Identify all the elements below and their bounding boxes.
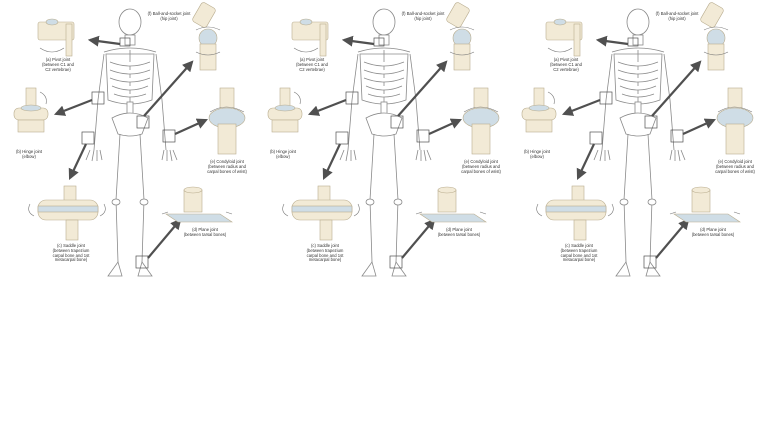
label-plane-joint: (d) Plane joint (between tarsal bones) xyxy=(183,227,227,237)
label-ball-socket-joint: (f) Ball-and-socket joint (hip joint) xyxy=(147,11,191,21)
joint-diagram xyxy=(521,2,754,277)
plane-joint-illustration xyxy=(669,186,741,223)
saddle-joint-illustration xyxy=(536,185,614,241)
label-pivot-joint: (a) Pivot joint (between C1 and C2 verte… xyxy=(296,57,328,72)
plane-joint-illustration xyxy=(415,186,487,223)
pivot-joint-illustration xyxy=(291,18,329,57)
locator-boxes xyxy=(335,37,430,269)
saddle-joint-illustration xyxy=(28,185,106,241)
leader-arrows xyxy=(561,35,717,259)
joint-diagram xyxy=(13,2,246,277)
label-ball-socket-joint: (f) Ball-and-socket joint (hip joint) xyxy=(401,11,445,21)
label-condyloid-joint: (e) Condyloid joint (between radius and … xyxy=(461,159,501,174)
label-hinge-joint: (b) Hinge joint (elbow) xyxy=(269,149,297,159)
diagram-panel-3: (a) Pivot joint (between C1 and C2 verte… xyxy=(508,0,764,290)
condyloid-joint-illustration xyxy=(462,87,500,155)
ball-socket-joint-illustration xyxy=(700,2,729,71)
diagram-panel-2: (a) Pivot joint (between C1 and C2 verte… xyxy=(254,0,510,290)
pivot-joint-illustration xyxy=(37,18,75,57)
hinge-joint-illustration xyxy=(13,87,49,133)
label-plane-joint: (d) Plane joint (between tarsal bones) xyxy=(437,227,481,237)
skeleton xyxy=(339,8,432,277)
label-condyloid-joint: (e) Condyloid joint (between radius and … xyxy=(207,159,247,174)
label-pivot-joint: (a) Pivot joint (between C1 and C2 verte… xyxy=(550,57,582,72)
pivot-joint-illustration xyxy=(545,18,583,57)
condyloid-joint-illustration xyxy=(716,87,754,155)
locator-boxes xyxy=(589,37,684,269)
condyloid-joint-illustration xyxy=(208,87,246,155)
ball-socket-joint-illustration xyxy=(192,2,221,71)
saddle-joint-illustration xyxy=(282,185,360,241)
label-pivot-joint: (a) Pivot joint (between C1 and C2 verte… xyxy=(42,57,74,72)
label-condyloid-joint: (e) Condyloid joint (between radius and … xyxy=(715,159,755,174)
plane-joint-illustration xyxy=(161,186,233,223)
label-saddle-joint: (c) Saddle joint (between trapezium carp… xyxy=(52,243,90,263)
skeleton xyxy=(85,8,178,277)
locator-boxes xyxy=(81,37,176,269)
ball-socket-joint-illustration xyxy=(446,2,475,71)
diagram-panel-1: (a) Pivot joint (between C1 and C2 verte… xyxy=(0,0,256,290)
hinge-joint-illustration xyxy=(521,87,557,133)
skeleton xyxy=(593,8,686,277)
joint-diagram xyxy=(267,2,500,277)
label-hinge-joint: (b) Hinge joint (elbow) xyxy=(523,149,551,159)
hinge-joint-illustration xyxy=(267,87,303,133)
label-plane-joint: (d) Plane joint (between tarsal bones) xyxy=(691,227,735,237)
label-hinge-joint: (b) Hinge joint (elbow) xyxy=(15,149,43,159)
label-ball-socket-joint: (f) Ball-and-socket joint (hip joint) xyxy=(655,11,699,21)
leader-arrows xyxy=(53,35,209,259)
leader-arrows xyxy=(307,35,463,259)
label-saddle-joint: (c) Saddle joint (between trapezium carp… xyxy=(306,243,344,263)
label-saddle-joint: (c) Saddle joint (between trapezium carp… xyxy=(560,243,598,263)
